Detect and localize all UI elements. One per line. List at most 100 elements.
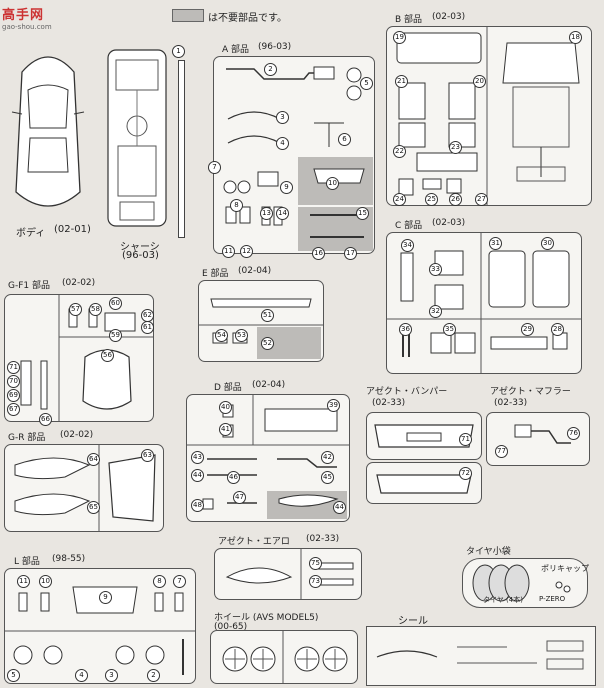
gr-parts-sprue: 64 63 65 [4,444,164,532]
part-number-33: 33 [429,263,442,276]
gf1-parts-drawing [20,295,153,421]
watermark-url: gao-shou.com [2,23,52,31]
part-number-18: 18 [569,31,582,44]
part-number-45: 45 [321,471,334,484]
part-number-75: 75 [309,557,322,570]
part-number-69: 69 [7,389,20,402]
part-number-28: 28 [551,323,564,336]
part-number-71b: 71 [459,433,472,446]
part-number-6: 6 [338,133,351,146]
e-parts-code: (02-04) [238,266,272,276]
chassis-label: シャーシ [120,242,160,253]
aggressive-muffler-code: (02-33) [494,398,528,408]
part-number-60: 60 [109,297,122,310]
part-number-46: 46 [227,471,240,484]
polycap-label: ポリキャップ [541,564,589,573]
b-parts-drawing [396,27,580,205]
gf1-parts-sprue: 57 58 60 62 61 59 56 71 70 69 67 66 [4,294,154,426]
part-number-76: 76 [567,427,580,440]
part-number-65: 65 [87,501,100,514]
part-number-34: 34 [401,239,414,252]
tire-bag-label: タイヤ小袋 [466,547,511,557]
seal-label: シール [398,616,428,627]
l-parts-code: (98-55) [52,554,86,564]
part-number-1: 1 [172,45,185,58]
part-number-66: 66 [39,413,52,426]
part-number-36: 36 [399,323,412,336]
aggressive-aero-code: (02-33) [306,534,340,544]
part-number-40: 40 [219,401,232,414]
part-number-30: 30 [541,237,554,250]
a-parts-sprue: 2 5 3 4 6 7 9 10 8 13 14 11 12 15 16 17 [208,56,375,260]
part-number-16: 16 [312,247,325,260]
wheel-sprue [210,630,358,684]
part-number-61: 61 [141,321,154,334]
part-number-43: 43 [191,451,204,464]
a-parts-drawing [223,66,365,238]
seal-sheet [366,626,596,686]
d-parts-code: (02-04) [252,380,286,390]
part-number-5: 5 [360,77,373,90]
part-number-27: 27 [475,193,488,206]
part-number-64: 64 [87,453,100,466]
part-number-11b: 11 [17,575,30,588]
gr-parts-label: G-R 部品 [8,433,46,443]
part-number-41: 41 [219,423,232,436]
a-parts-label: A 部品 [222,45,250,55]
part-number-39: 39 [327,399,340,412]
tires-drawing [472,564,571,602]
part-number-4b: 4 [75,669,88,682]
part-number-72: 72 [459,467,472,480]
part-number-29: 29 [521,323,534,336]
e-parts-sprue: 51 54 53 52 [198,280,324,362]
site-watermark: 高手网 gao-shou.com [2,4,52,31]
part-number-7: 7 [208,161,221,174]
part-number-44: 44 [191,469,204,482]
aggressive-aero-label: アゼクト・エアロ [218,537,290,547]
part-number-71: 71 [7,361,20,374]
part-number-12: 12 [240,245,253,258]
tire-count-note: タイヤ (4本) [483,596,523,604]
part-number-10: 10 [326,177,339,190]
d-parts-sprue: 40 41 39 43 44 46 42 45 48 47 44 [186,394,350,522]
part-number-59: 59 [109,329,122,342]
gf1-parts-label: G-F1 部品 [8,281,50,291]
part-number-7b: 7 [173,575,186,588]
rear-bumper-drawing [376,474,472,494]
l-parts-label: L 部品 [14,557,40,567]
d-parts-label: D 部品 [214,383,242,393]
part-number-31: 31 [489,237,502,250]
chassis-rod [178,60,185,238]
body-outline [11,56,85,207]
part-number-70: 70 [7,375,20,388]
part-number-15: 15 [356,207,369,220]
c-parts-drawing [387,233,581,373]
part-number-48: 48 [191,499,204,512]
part-number-14: 14 [276,207,289,220]
part-number-10b: 10 [39,575,52,588]
part-number-2: 2 [264,63,277,76]
aggressive-bumper-sprue: 71 [366,412,482,460]
l-parts-sprue: 11 10 9 8 7 5 4 3 2 [4,568,196,684]
muffler-drawing [514,424,571,444]
b-parts-sprue: 19 18 21 20 22 23 24 25 26 27 [386,26,592,206]
tire-bag: ポリキャップ タイヤ (4本) P-ZERO [462,558,589,608]
wheels-drawing [222,631,348,683]
b-parts-label: B 部品 [395,15,423,25]
part-number-9b: 9 [99,591,112,604]
wheel-code: (00-65) [214,622,248,632]
part-number-3: 3 [276,111,289,124]
gf1-parts-code: (02-02) [62,278,96,288]
l-parts-drawing [5,586,195,675]
rear-bumper-sprue: 72 [366,462,482,504]
part-number-54: 54 [215,329,228,342]
part-number-35: 35 [443,323,456,336]
part-number-19: 19 [393,31,406,44]
aggressive-muffler-label: アゼクト・マフラー [490,387,571,397]
part-number-77: 77 [495,445,508,458]
part-number-63: 63 [141,449,154,462]
part-number-58: 58 [89,303,102,316]
part-number-9: 9 [280,181,293,194]
a-parts-code: (96-03) [258,42,292,52]
part-number-25: 25 [425,193,438,206]
